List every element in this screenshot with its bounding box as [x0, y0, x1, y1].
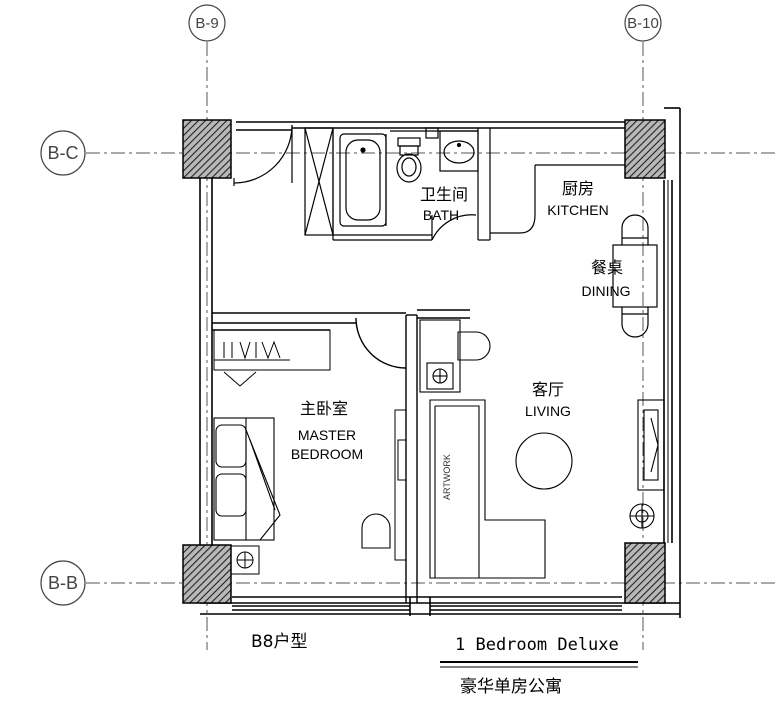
- grid-label-b9: B-9: [195, 15, 218, 32]
- living-label-cn: 客厅: [532, 380, 564, 399]
- grid-bubble-bc: B-C: [40, 130, 86, 176]
- living-label-en: LIVING: [525, 403, 571, 419]
- exterior-walls: [199, 107, 681, 618]
- bath-label-en: BATH: [423, 207, 459, 223]
- living-lamp: [629, 503, 655, 529]
- title-cn: 豪华单房公寓: [460, 676, 562, 697]
- grid-bubble-b10: B-10: [624, 4, 662, 42]
- kitchen-label-en: KITCHEN: [547, 202, 608, 218]
- sofa: [429, 399, 546, 579]
- artwork-label: ARTWORK: [442, 454, 452, 500]
- grid-label-bb: B-B: [48, 573, 78, 593]
- wardrobe: [213, 329, 331, 387]
- master-label-en-1: MASTER: [298, 427, 356, 443]
- grid-bubble-b9: B-9: [188, 4, 226, 42]
- master-label-cn: 主卧室: [300, 399, 348, 418]
- bedroom-tv-unit: [394, 409, 407, 561]
- living-desk: [419, 319, 491, 393]
- grid-label-b10: B-10: [627, 15, 659, 32]
- bed: [213, 417, 281, 541]
- living-tv-unit: [637, 399, 665, 491]
- structural-columns: [182, 119, 666, 604]
- entry-door: [233, 124, 293, 186]
- bedroom-lamp: [230, 545, 260, 575]
- dining-label-cn: 餐桌: [591, 258, 623, 277]
- dining-table: [612, 214, 658, 338]
- bathroom: [304, 127, 491, 241]
- bedroom-chair: [361, 513, 391, 549]
- grid-bubble-bb: B-B: [40, 560, 86, 606]
- title-en: 1 Bedroom Deluxe: [455, 635, 619, 655]
- unit-type-label: B8户型: [251, 632, 307, 652]
- dining-label-en: DINING: [582, 283, 631, 299]
- coffee-table: [515, 432, 573, 490]
- kitchen-label-cn: 厨房: [562, 179, 594, 198]
- bath-label-cn: 卫生间: [420, 185, 468, 204]
- master-label-en-2: BEDROOM: [291, 446, 363, 462]
- grid-label-bc: B-C: [48, 143, 79, 163]
- kitchen: [490, 164, 625, 234]
